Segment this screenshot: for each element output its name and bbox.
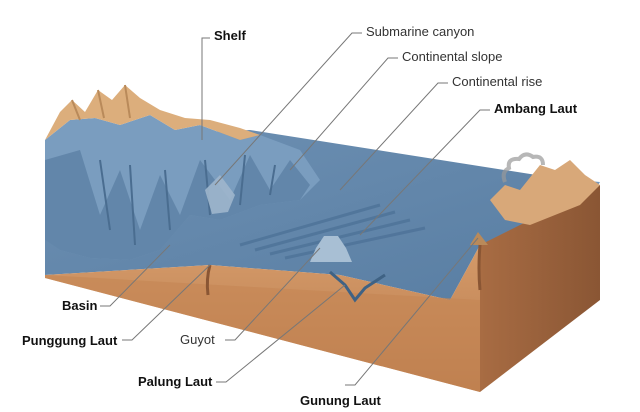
leader-submarine-canyon: [214, 32, 362, 186]
leader-basin: [100, 244, 171, 307]
label-shelf: Shelf: [214, 28, 246, 43]
label-punggung-laut: Punggung Laut: [22, 333, 118, 348]
label-basin: Basin: [62, 298, 98, 313]
label-continental-slope: Continental slope: [402, 49, 503, 64]
leader-gunung-laut: [345, 237, 479, 386]
label-ambang-laut: Ambang Laut: [494, 101, 578, 116]
land-ridge-shadow: [71, 84, 131, 121]
leader-continental-rise: [339, 82, 448, 191]
leader-punggung-laut: [122, 264, 211, 341]
crust-front-lower: [45, 275, 480, 392]
leader-guyot: [225, 247, 321, 341]
label-gunung-laut: Gunung Laut: [300, 393, 381, 408]
land-mountains-left: [45, 85, 260, 140]
magma-conduit-left: [205, 264, 212, 296]
leader-ambang-laut: [359, 109, 490, 236]
volcano-smoke: [501, 152, 545, 183]
trench: [329, 270, 386, 303]
magma-conduit-right: [477, 244, 482, 291]
guyot: [310, 236, 352, 262]
submarine-canyon-feature: [205, 175, 235, 214]
label-continental-rise: Continental rise: [452, 74, 543, 89]
leader-shelf: [201, 37, 210, 140]
leader-continental-slope: [289, 57, 398, 171]
continental-rise-lines: [239, 203, 426, 260]
label-guyot: Guyot: [180, 332, 215, 347]
label-palung-laut: Palung Laut: [138, 374, 213, 389]
crust-side-face: [480, 185, 600, 392]
label-submarine-canyon: Submarine canyon: [366, 24, 475, 39]
volcanic-island: [490, 160, 600, 225]
leader-lines: [100, 32, 490, 386]
leader-palung-laut: [216, 284, 346, 383]
